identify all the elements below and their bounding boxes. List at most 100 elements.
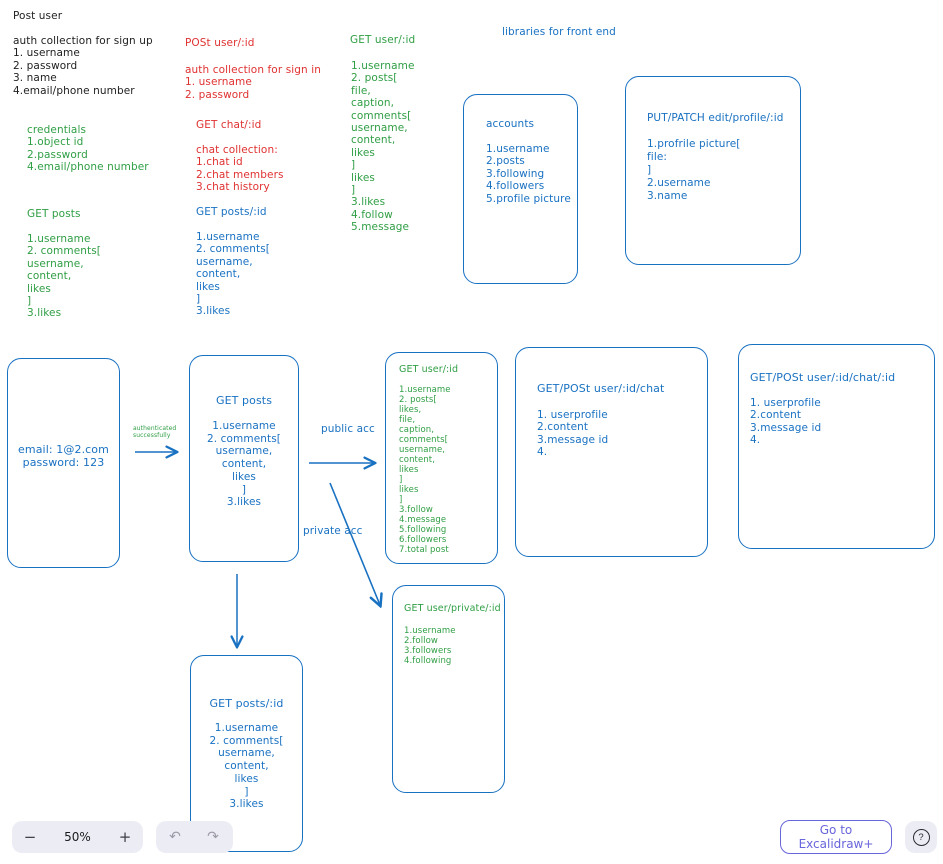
text-line: 4.followers [486,180,545,193]
redo-button[interactable]: ↷ [194,821,232,853]
text-line: ] [351,184,356,197]
zoom-in-button[interactable]: + [107,821,143,853]
text-line: 3.likes [196,305,231,318]
text-line: 2. comments[ [196,243,271,256]
text-line: content, [224,760,269,773]
text-line: email: 1@2.com [18,443,109,456]
text-line: 3.likes [229,798,264,811]
zoom-out-button[interactable]: − [12,821,48,853]
text-line: auth collection for sign in [185,64,322,76]
note-post-user-id-title[interactable]: POSt user/:id [185,37,255,49]
text-line: likes [234,772,259,785]
box-title: accounts [486,118,535,130]
note-get-chat-title[interactable]: GET chat/:id [196,119,262,131]
text-line: credentials [27,124,87,136]
text-line: 3. name [13,72,57,85]
note-libraries[interactable]: libraries for front end [502,26,616,38]
text-line: 2.content [750,409,802,422]
text-line: 4.follow [351,208,393,221]
text-line: 1.username [486,143,550,155]
text-line: 1.object id [27,136,84,149]
text-line: authenticated [133,425,177,432]
text-line: username, [27,257,84,270]
text-line: 5.profile picture [486,192,571,205]
text-line: ] [241,483,247,496]
text-line: password: 123 [22,456,105,469]
text-line: 2.posts [486,155,525,168]
box-chat-id[interactable]: GET/POSt user/:id/chat/:id 1. userprofil… [738,344,935,549]
text-line: 4. [537,446,548,459]
text-line: 1.username [399,385,451,395]
text-line: likes [27,282,51,295]
text-line: caption, [399,425,435,435]
note-get-posts-id-title[interactable]: GET posts/:id [196,206,267,218]
go-to-excalidraw-button[interactable]: Go to Excalidraw+ [780,820,892,854]
label-private-acc[interactable]: private acc [303,525,363,537]
text-line: 2.password [27,148,88,161]
text-line: username, [218,747,275,760]
box-edit-profile[interactable]: PUT/PATCH edit/profile/:id 1.profrile pi… [625,76,801,265]
text-line: chat collection: [196,144,278,156]
text-line: 3.name [647,190,688,202]
text-line: caption, [351,97,395,110]
box-title: PUT/PATCH edit/profile/:id [647,112,784,124]
text-line: 4.following [404,656,452,666]
text-line: ] [399,495,403,505]
text-line: 3.chat history [196,181,270,194]
text-line: 3.likes [351,196,386,209]
text-line: 1.username [404,626,456,636]
text-line: ] [351,159,356,172]
text-line: 1. userprofile [537,409,608,421]
text-line: likes [351,146,375,159]
text-line: 3.likes [27,307,62,320]
text-line: 4.message [399,515,447,525]
arrow-private-acc[interactable] [329,482,380,605]
text-line: auth collection for sign up [13,35,153,47]
text-line: 5.message [351,221,410,234]
text-line: 2.content [537,421,589,434]
text-line: file: [647,151,668,163]
zoom-level[interactable]: 50% [64,830,91,844]
text-line: 2.follow [404,636,438,646]
text-line: content, [399,455,436,465]
text-line: successfully [133,432,171,439]
text-line: content, [196,268,241,281]
box-title: GET user/private/:id [404,603,501,614]
note-get-posts-title[interactable]: GET posts [27,208,81,220]
text-line: 1.username [212,420,276,432]
note-post-user-title[interactable]: Post user [13,10,63,22]
text-line: file, [351,84,371,97]
text-line: 4.email/phone number [13,84,135,97]
label-public-acc[interactable]: public acc [321,423,375,435]
text-line: content, [221,458,267,471]
text-line: 3.follow [399,505,433,515]
undo-button[interactable]: ↶ [156,821,194,853]
text-line: 6.followers [399,535,447,545]
text-line: likes [399,465,419,475]
text-line: 4.email/phone number [27,161,149,174]
note-get-user-title[interactable]: GET user/:id [350,34,416,46]
help-button[interactable]: ? [905,821,937,853]
text-line: 3.message id [537,433,609,446]
